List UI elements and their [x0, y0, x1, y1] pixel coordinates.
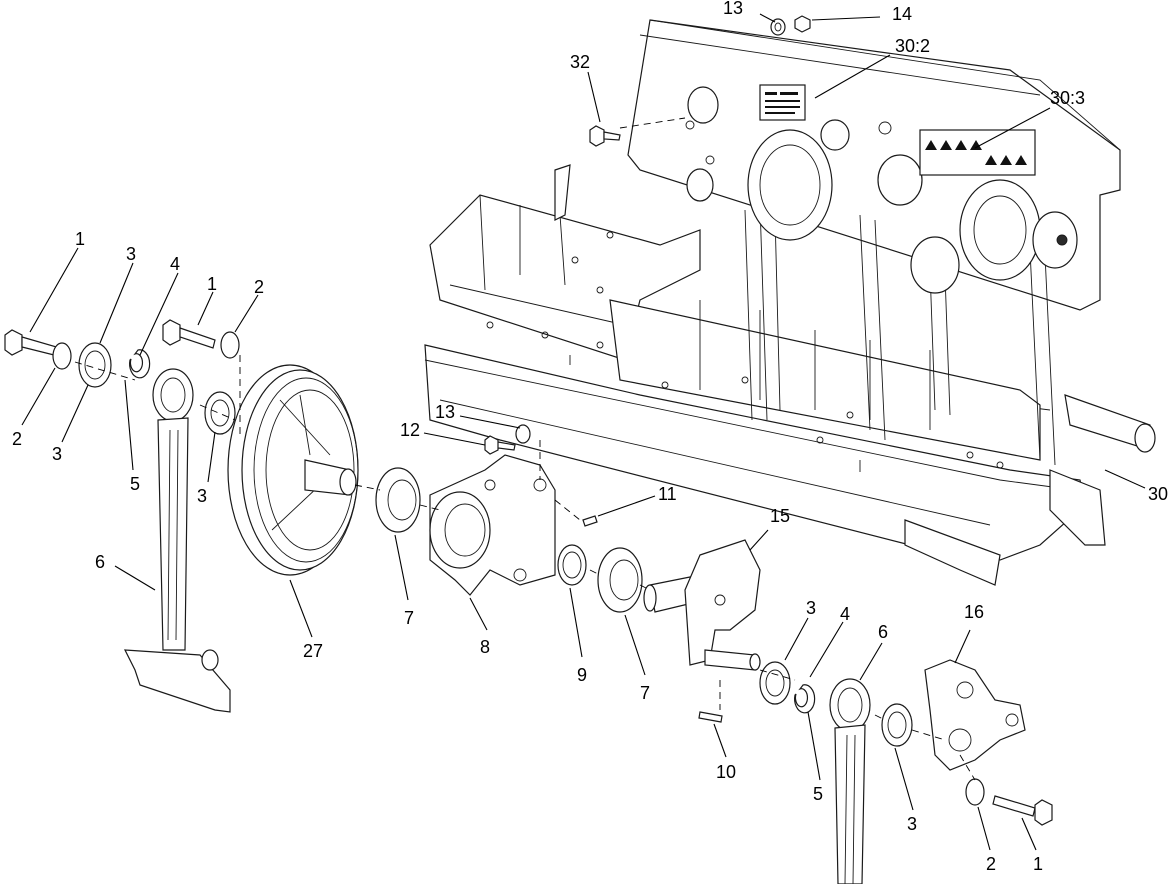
callout-1-left: 1 [75, 229, 85, 249]
callout-13-center: 13 [435, 402, 455, 422]
pin-11 [582, 515, 598, 527]
warning-decal-30-2 [759, 84, 806, 121]
bolt-12 [484, 435, 516, 455]
bearing-3-right [759, 661, 791, 705]
callout-2-center: 2 [254, 277, 264, 297]
bolt-1-left [4, 329, 61, 357]
callout-3-left-lower: 3 [52, 444, 62, 464]
washer-2-center [220, 331, 240, 359]
washer-13-top [770, 18, 786, 36]
bearing-3-arm [204, 391, 236, 435]
callout-2-left: 2 [12, 429, 22, 449]
nut-14 [794, 15, 811, 33]
callout-12: 12 [400, 420, 420, 440]
leader-lines [21, 13, 1146, 851]
chassis-frame [424, 19, 1156, 586]
callout-6-right: 6 [878, 622, 888, 642]
bearing-3-far-right [881, 703, 913, 747]
callout-4-left: 4 [170, 254, 180, 274]
callout-1-center: 1 [207, 274, 217, 294]
bolt-1-right [992, 795, 1053, 826]
callout-5-right: 5 [813, 784, 823, 804]
idler-arm-6-right [829, 678, 871, 884]
callout-27: 27 [303, 641, 323, 661]
callout-2-right: 2 [986, 854, 996, 874]
callout-30: 30 [1148, 484, 1168, 504]
bracket-16 [924, 659, 1026, 771]
housing-8 [429, 454, 556, 596]
washer-2-left [52, 342, 72, 370]
bearing-7-right [597, 547, 643, 613]
callout-13-top: 13 [723, 0, 743, 18]
callout-11: 11 [658, 484, 677, 504]
callout-6-left: 6 [95, 552, 105, 572]
callout-16: 16 [964, 602, 984, 622]
callout-7-right: 7 [640, 683, 650, 703]
bolt-1-center [162, 319, 216, 349]
snap-ring-5-left [129, 349, 151, 379]
callout-3-far-right: 3 [907, 814, 917, 834]
callout-8: 8 [480, 637, 490, 657]
callout-3-left: 3 [126, 244, 136, 264]
pin-10 [698, 711, 723, 723]
callout-30-3: 30:3 [1050, 88, 1085, 108]
assembly-axis-lines [74, 117, 976, 781]
callout-9: 9 [577, 665, 587, 685]
washer-13-center [515, 424, 531, 444]
warning-decal-30-3 [919, 129, 1036, 176]
callout-4-right: 4 [840, 604, 850, 624]
bearing-7-left [375, 467, 421, 533]
callout-14: 14 [892, 4, 912, 24]
pulley-27 [227, 364, 359, 576]
washer-2-right [965, 778, 985, 806]
callout-labels: 13 14 30:2 32 30:3 1 3 4 1 2 2 3 5 3 6 2… [12, 0, 1168, 874]
callout-32: 32 [570, 52, 590, 72]
callout-15: 15 [770, 506, 790, 526]
callout-10: 10 [716, 762, 736, 782]
idler-arm-6-left [123, 368, 231, 713]
callout-5-left: 5 [130, 474, 140, 494]
callout-3-right: 3 [806, 598, 816, 618]
bearing-3-left [78, 342, 112, 388]
callout-30-2: 30:2 [895, 36, 930, 56]
shaft-arm-15 [643, 539, 761, 671]
spacer-9 [557, 544, 587, 586]
callout-7-left: 7 [404, 608, 414, 628]
bolt-32 [589, 125, 621, 147]
snap-ring-5-right [794, 684, 816, 714]
callout-3-arm: 3 [197, 486, 207, 506]
callout-1-right: 1 [1033, 854, 1043, 874]
